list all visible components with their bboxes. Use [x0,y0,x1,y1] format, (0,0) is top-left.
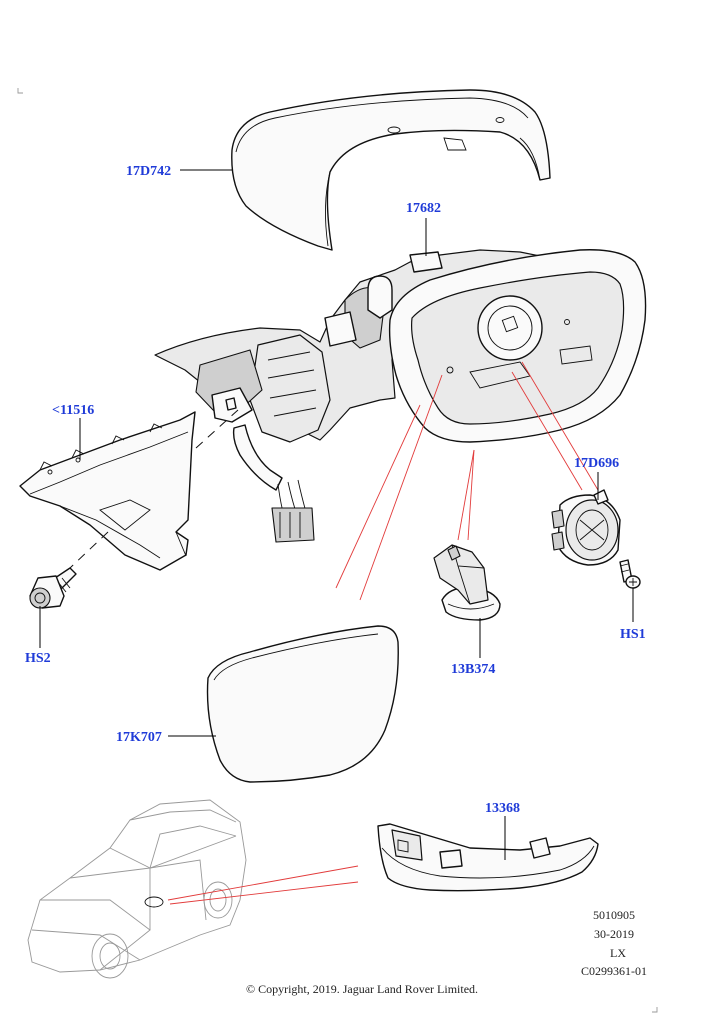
corner-mark-top-left [17,88,23,94]
diagram-ref-line-2: 30-2019 [594,927,634,941]
copyright-notice: © Copyright, 2019. Jaguar Land Rover Lim… [245,982,479,996]
diagram-ref-line-4: C0299361-01 [581,964,647,978]
corner-mark-bottom-right [652,1007,658,1013]
diagram-ref-line-1: 5010905 [593,908,635,922]
alignment-line-panel-bolt [69,531,109,569]
screw-hs1-part[interactable] [619,559,641,589]
trim-panel-part[interactable] [19,411,196,571]
mirror-motor-part[interactable] [551,489,621,566]
label-hs1[interactable]: HS1 [620,627,646,642]
label-17682[interactable]: 17682 [406,201,441,216]
bolt-hs2-part[interactable] [29,567,77,609]
leader-lines [39,169,634,860]
reference-lines [167,361,599,905]
mirror-glass-part[interactable] [206,625,399,783]
label-hs2[interactable]: HS2 [25,651,51,666]
label-11516[interactable]: <11516 [52,403,94,418]
label-17d742[interactable]: 17D742 [126,164,171,179]
mirror-cover-part[interactable] [231,89,551,251]
label-13368[interactable]: 13368 [485,801,520,816]
puddle-lamp-part[interactable] [433,544,501,621]
label-17k707[interactable]: 17K707 [116,730,162,745]
vehicle-locator-sketch [27,799,247,979]
label-17d696[interactable]: 17D696 [574,456,619,471]
label-13b374[interactable]: 13B374 [451,662,495,677]
mirror-housing-part[interactable] [154,249,647,543]
diagram-ref-line-3: LX [610,946,626,960]
indicator-part[interactable] [377,823,599,892]
